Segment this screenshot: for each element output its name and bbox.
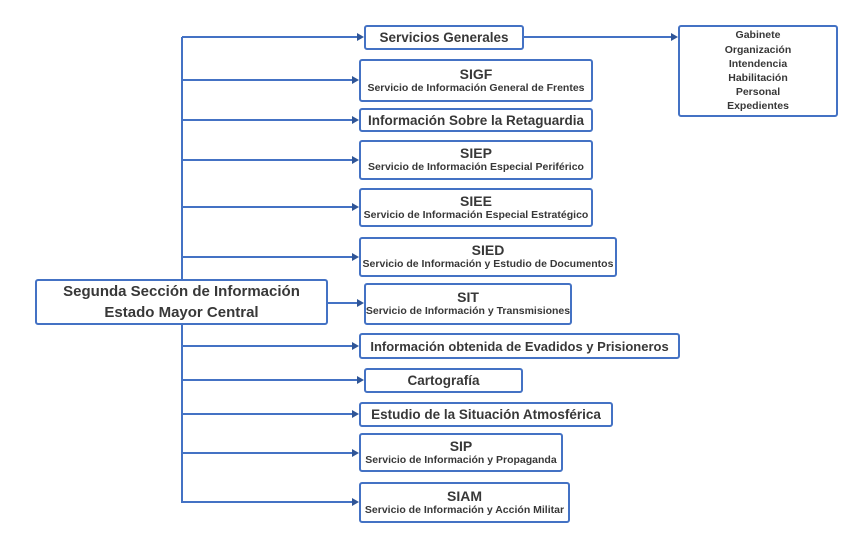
node-title: SIGF bbox=[459, 65, 493, 82]
node-siee: SIEE Servicio de Información Especial Es… bbox=[359, 188, 593, 227]
node-evadidos-prisioneros: Información obtenida de Evadidos y Prisi… bbox=[359, 333, 680, 359]
node-sip: SIP Servicio de Información y Propaganda bbox=[359, 433, 563, 472]
connector-sigf bbox=[182, 76, 359, 84]
node-siam: SIAM Servicio de Información y Acción Mi… bbox=[359, 482, 570, 523]
node-servicios-generales-sublist: Gabinete Organización Intendencia Habili… bbox=[678, 25, 838, 117]
connector-siep bbox=[182, 156, 359, 164]
node-title: Información obtenida de Evadidos y Prisi… bbox=[370, 338, 669, 354]
connector-siee bbox=[182, 203, 359, 211]
node-title: SIP bbox=[449, 437, 473, 454]
sub-service-item: Habilitación bbox=[728, 72, 788, 84]
sub-service-item: Expedientes bbox=[727, 100, 789, 113]
node-servicios-generales: Servicios Generales bbox=[364, 25, 524, 50]
node-title: SIED bbox=[471, 242, 505, 259]
connector-servicios-to-sublist bbox=[524, 33, 678, 41]
sub-service-item: Organización bbox=[724, 43, 792, 56]
node-subtitle: Servicio de Información Especial Perifér… bbox=[368, 161, 584, 174]
node-subtitle: Servicio de Información y Estudio de Doc… bbox=[362, 258, 614, 271]
node-cartografia: Cartografía bbox=[364, 368, 523, 393]
node-title: SIEP bbox=[460, 145, 492, 162]
connector-trunk bbox=[181, 37, 183, 503]
node-title: Servicios Generales bbox=[379, 30, 509, 45]
connector-estudio-atmosferico bbox=[182, 410, 359, 418]
sub-service-item: Personal bbox=[735, 86, 781, 99]
node-siep: SIEP Servicio de Información Especial Pe… bbox=[359, 140, 593, 180]
node-subtitle: Servicio de Información y Propaganda bbox=[365, 453, 557, 466]
node-subtitle: Servicio de Información y Transmisiones bbox=[365, 305, 571, 318]
node-title: Estudio de la Situación Atmosférica bbox=[371, 407, 601, 422]
node-title: SIT bbox=[457, 289, 479, 306]
node-sigf: SIGF Servicio de Información General de … bbox=[359, 59, 593, 102]
connector-evadidos bbox=[182, 342, 359, 350]
node-estudio-atmosferico: Estudio de la Situación Atmosférica bbox=[359, 402, 613, 427]
node-subtitle: Servicio de Información y Acción Militar bbox=[364, 503, 565, 516]
sub-service-item: Intendencia bbox=[728, 57, 788, 70]
sub-service-item: Gabinete bbox=[735, 29, 781, 42]
connector-retaguardia bbox=[182, 116, 359, 124]
node-sit: SIT Servicio de Información y Transmisio… bbox=[364, 283, 572, 325]
node-retaguardia: Información Sobre la Retaguardia bbox=[359, 108, 593, 132]
node-subtitle: Servicio de Información General de Frent… bbox=[367, 81, 585, 94]
node-subtitle: Servicio de Información Especial Estraté… bbox=[363, 208, 589, 221]
connector-sit bbox=[328, 299, 364, 307]
connector-servicios-generales bbox=[182, 33, 364, 41]
node-sied: SIED Servicio de Información y Estudio d… bbox=[359, 237, 617, 277]
connector-sip bbox=[182, 449, 359, 457]
node-title: SIAM bbox=[447, 487, 482, 504]
connector-sied bbox=[182, 253, 359, 261]
connector-cartografia bbox=[182, 376, 364, 384]
connector-siam bbox=[182, 498, 359, 506]
node-title: SIEE bbox=[460, 192, 492, 209]
root-title-line2: Estado Mayor Central bbox=[104, 304, 259, 321]
node-title: Información Sobre la Retaguardia bbox=[367, 112, 585, 128]
node-root: Segunda Sección de Información Estado Ma… bbox=[35, 279, 328, 325]
node-title: Cartografía bbox=[407, 373, 480, 388]
root-title-line1: Segunda Sección de Información bbox=[63, 283, 300, 300]
